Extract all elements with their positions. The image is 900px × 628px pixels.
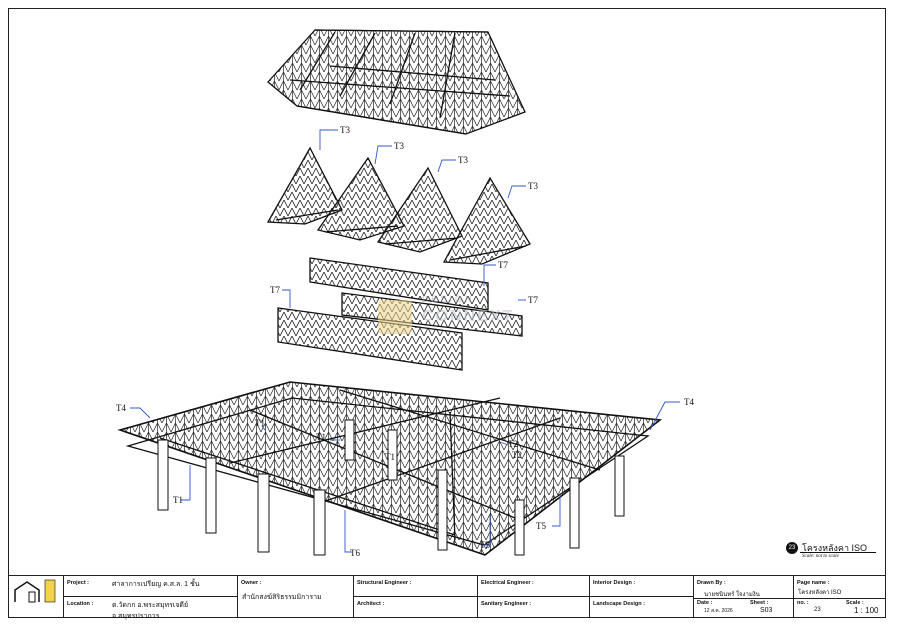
drawn-cell: Drawn By : นายชนินทร์ ใจงามงิน Date : 12… <box>693 576 794 618</box>
assembled-roof-group <box>267 29 526 135</box>
label-t5-b: T5 <box>480 540 490 550</box>
owner-label: Owner : <box>241 580 262 586</box>
watermark-line1: DESIGN <box>422 294 475 304</box>
sheet-value: S03 <box>760 607 773 614</box>
view-number-badge: 23 <box>786 542 798 554</box>
location-label: Location : <box>67 601 94 607</box>
interior-label: Interior Design : <box>593 580 636 586</box>
owner-value: สำนักสงฆ์สิริธรรมมิการาม <box>242 594 322 601</box>
label-t7-c: T7 <box>270 285 280 295</box>
no-label: no. : <box>797 600 809 606</box>
no-value: 23 <box>814 607 821 613</box>
project-label: Project : <box>67 580 90 586</box>
page-cell: Page name : โครงหลังคา ISO no. : 23 Scal… <box>793 576 886 618</box>
label-t6: T6 <box>350 548 360 558</box>
label-t3-a: T3 <box>340 125 350 135</box>
scale-label: Scale : <box>846 600 864 606</box>
watermark-logo: DESIGN CONNEXT <box>378 294 528 338</box>
date-label: Date : <box>697 600 713 606</box>
view-underline <box>800 552 876 553</box>
date-value: 12 ส.ค. 2026 <box>704 608 733 614</box>
sheet-label: Sheet : <box>750 600 769 606</box>
title-divider <box>478 596 590 597</box>
label-t3-d: T3 <box>528 181 538 191</box>
house-logo-icon <box>14 579 56 603</box>
label-t7-a: T7 <box>498 260 508 270</box>
project-value: ศาลาการเปรียญ ค.ส.ล. 1 ชั้น <box>112 581 200 588</box>
label-t1-c: T1 <box>173 495 183 505</box>
label-t2-a: T2 <box>508 439 518 449</box>
title-divider <box>694 598 794 599</box>
view-title: 23 โครงหลังคา ISO Scale: not to scale <box>786 542 878 562</box>
scale-value: 1 : 100 <box>854 606 879 615</box>
landscape-label: Landscape Design : <box>593 601 645 607</box>
label-t2-b: T2 <box>512 450 522 460</box>
drawing-sheet-border <box>8 8 886 618</box>
location-value: ต.วัดกก อ.พระสมุทรเจดีย์ จ.สมุทรปราการ <box>112 602 189 620</box>
label-t1-a: T1 <box>255 418 265 428</box>
title-divider <box>590 596 694 597</box>
architect-label: Architect : <box>357 601 385 607</box>
columns-group <box>157 419 625 556</box>
t3-truss-group <box>266 146 531 265</box>
sanitary-label: Sanitary Engineer : <box>481 601 532 607</box>
structural-cell: Structural Engineer : Architect : <box>353 576 478 618</box>
electrical-cell: Electrical Engineer : Sanitary Engineer … <box>477 576 590 618</box>
page-label: Page name : <box>797 580 830 586</box>
view-scale-note: Scale: not to scale <box>802 554 839 559</box>
label-t3-b: T3 <box>394 141 404 151</box>
label-t3-c: T3 <box>458 155 468 165</box>
label-t4-right: T4 <box>684 397 694 407</box>
label-t7-b: T7 <box>528 295 538 305</box>
owner-cell: Owner : สำนักสงฆ์สิริธรรมมิการาม <box>237 576 353 618</box>
drawn-value: นายชนินทร์ ใจงามงิน <box>704 592 760 598</box>
leader-lines <box>130 129 680 553</box>
watermark-line2: CONNEXT <box>422 308 515 325</box>
label-t1-b: T1 <box>316 432 326 442</box>
project-cell: Project : ศาลาการเปรียญ ค.ส.ล. 1 ชั้น Lo… <box>63 576 238 620</box>
electrical-label: Electrical Engineer : <box>481 580 534 586</box>
label-t4-left: T4 <box>116 403 126 413</box>
page-value: โครงหลังคา ISO <box>798 590 842 596</box>
company-logo <box>9 576 63 618</box>
watermark-mark <box>378 300 412 334</box>
structural-label: Structural Engineer : <box>357 580 412 586</box>
title-block: Project : ศาลาการเปรียญ ค.ส.ล. 1 ชั้น Lo… <box>9 575 886 620</box>
title-divider <box>354 596 478 597</box>
label-t1-d: T1 <box>385 452 395 462</box>
view-name: โครงหลังคา ISO <box>802 543 868 553</box>
title-divider <box>64 596 238 597</box>
interior-cell: Interior Design : Landscape Design : <box>589 576 694 618</box>
title-divider <box>794 598 886 599</box>
label-t5-a: T5 <box>536 521 546 531</box>
drawn-label: Drawn By : <box>697 580 726 586</box>
